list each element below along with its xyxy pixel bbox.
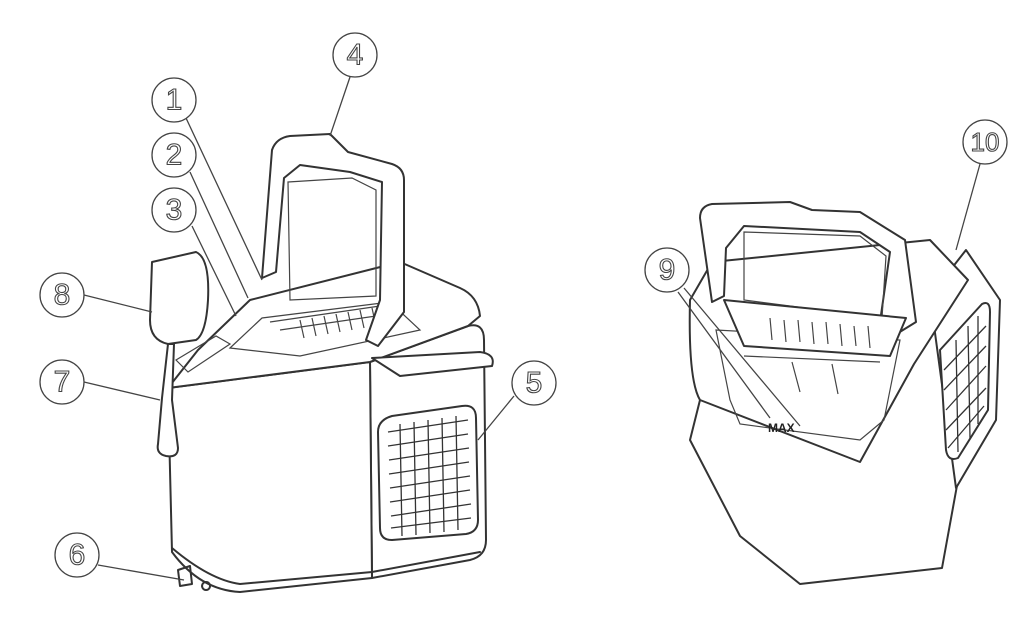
drain-plug <box>177 565 212 591</box>
svg-text:5: 5 <box>526 367 543 400</box>
left-body-front <box>167 361 373 593</box>
right-vent-slats <box>943 316 987 453</box>
callout-10: 10 <box>962 119 1008 165</box>
right-lid-window <box>743 231 887 319</box>
leader-lines <box>83 76 981 581</box>
callout-4: 4 <box>332 32 378 78</box>
callout-8: 8 <box>39 272 85 318</box>
scoop-holder <box>175 335 232 373</box>
callout-3: 3 <box>151 187 197 233</box>
svg-text:9: 9 <box>659 254 676 287</box>
left-ice-basket <box>228 301 422 357</box>
right-ice-maker: MAX <box>688 201 1001 585</box>
scoop-handle <box>156 343 179 458</box>
left-lid <box>261 133 405 347</box>
svg-text:7: 7 <box>54 366 71 399</box>
right-basket-slots <box>769 317 871 349</box>
callout-1: 1 <box>151 77 197 123</box>
ice-scoop <box>149 251 210 345</box>
callout-2: 2 <box>151 132 197 178</box>
right-ice-bin <box>715 329 901 441</box>
svg-text:3: 3 <box>166 194 183 227</box>
svg-text:6: 6 <box>69 539 86 572</box>
callout-7: 7 <box>39 359 85 405</box>
callout-6: 6 <box>54 532 100 578</box>
svg-text:10: 10 <box>971 127 1000 157</box>
left-lid-window <box>287 177 377 301</box>
max-fill-label: MAX <box>768 421 795 435</box>
svg-text:2: 2 <box>166 139 183 172</box>
left-handle <box>371 351 494 377</box>
svg-text:8: 8 <box>54 279 71 312</box>
svg-text:4: 4 <box>347 39 364 72</box>
right-basket <box>723 299 907 357</box>
callout-9: 9 <box>644 247 690 293</box>
left-vent-slats <box>387 415 472 537</box>
callout-5: 5 <box>511 360 557 406</box>
left-basket-slots <box>299 307 377 339</box>
svg-text:1: 1 <box>166 84 183 117</box>
left-ice-maker <box>149 133 494 593</box>
left-body-base <box>171 547 481 585</box>
